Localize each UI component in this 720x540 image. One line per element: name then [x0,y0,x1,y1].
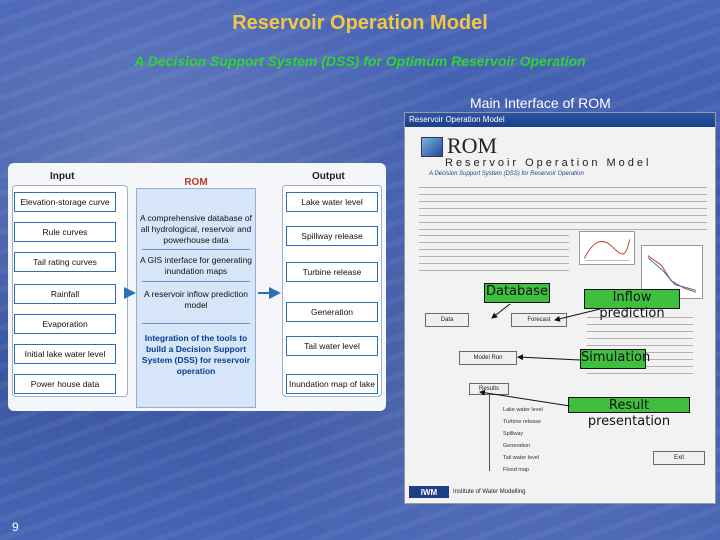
input-box: Rule curves [14,222,116,242]
rom-flow-diagram: Input Output Elevation-storage curve Rul… [8,163,386,411]
rom-header: ROM [184,177,208,188]
slide-title: Reservoir Operation Model [232,12,488,34]
rom-divider [142,249,250,250]
output-header: Output [312,171,345,182]
output-box: Generation [286,302,378,322]
rom-item: A GIS interface for generating inundatio… [140,255,252,276]
output-box: Inundation map of lake [286,374,378,394]
rom-logo-text: ROM [447,133,498,158]
footer-bar: IWM Institute of Water Modelling [409,485,529,499]
callout-inflow-prediction: Inflow prediction [584,289,680,321]
window-titlebar: Reservoir Operation Model [405,113,715,127]
output-box: Lake water level [286,192,378,212]
tree-item[interactable]: Lake water level [503,407,543,413]
model-run-button[interactable]: Model Run [459,351,517,365]
rom-item: Integration of the tools to build a Deci… [141,333,251,376]
input-box: Power house data [14,374,116,394]
description-text-block [419,187,707,231]
tree-connector [489,395,490,471]
rom-column [136,188,256,408]
callout-result-presentation: Result presentation [568,397,690,429]
rom-main-window: Reservoir Operation Model ROM Reservoir … [404,112,716,504]
rom-item: A comprehensive database of all hydrolog… [140,213,252,245]
iwm-logo: IWM [409,486,449,498]
slide-subtitle: A Decision Support System (DSS) for Opti… [134,53,586,69]
tree-item[interactable]: Spillway [503,431,524,437]
diagram-arrows [124,287,281,299]
page-number: 9 [12,520,19,534]
output-box: Spillway release [286,226,378,246]
input-box: Evaporation [14,314,116,334]
exit-button[interactable]: Exit [653,451,705,465]
rom-divider [142,281,250,282]
rom-tagline: A Decision Support System (DSS) for Rese… [429,171,584,177]
callout-database: Database [484,283,550,303]
footer-institute-text: Institute of Water Modelling [453,489,526,495]
results-button[interactable]: Results [469,383,509,395]
input-box: Initial lake water level [14,344,116,364]
tree-item[interactable]: Turbine release [503,419,542,425]
tree-item[interactable]: Generation [503,443,531,449]
rom-divider [142,323,250,324]
data-button[interactable]: Data [425,313,469,327]
rom-item: A reservoir inflow prediction model [144,289,248,310]
main-interface-caption: Main Interface of ROM [470,95,611,111]
output-box: Tail water level [286,336,378,356]
input-header: Input [50,171,75,182]
rom-logo-icon [421,137,443,157]
description-text-block [419,235,569,275]
callout-simulation: Simulation [580,349,650,369]
input-box: Rainfall [14,284,116,304]
graph-thumbnail [579,231,635,265]
tree-item[interactable]: Flood map [503,467,529,473]
input-box: Tail rating curves [14,252,116,272]
forecast-button[interactable]: Forecast [511,313,567,327]
output-column [282,185,382,397]
tree-item[interactable]: Tail water level [503,455,540,461]
input-box: Elevation-storage curve [14,192,116,212]
rom-model-name: Reservoir Operation Model [445,157,652,169]
output-box: Turbine release [286,262,378,282]
